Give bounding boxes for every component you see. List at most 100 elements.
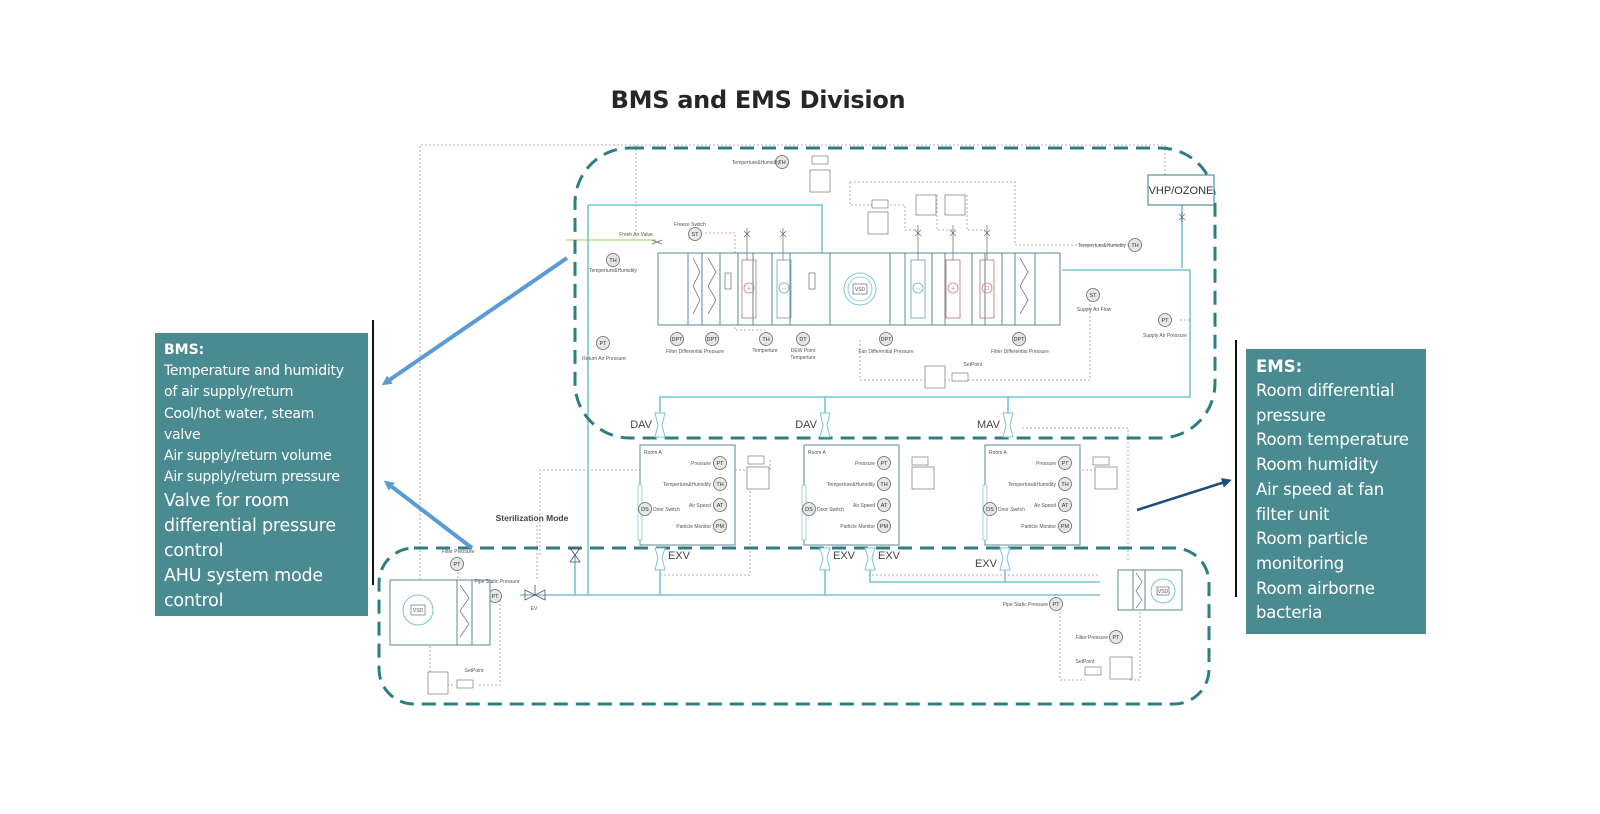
svg-text:+: + — [747, 286, 751, 293]
supply-air-flow-label: Supply Air Flow — [1077, 307, 1112, 313]
sensor-tag: PM — [716, 524, 725, 530]
filter-pressure-sensor-right: PT — [1109, 630, 1123, 644]
outlet-valve-label: EXV — [878, 550, 901, 562]
inlet-valve-label: DAV — [630, 419, 652, 431]
page-title: BMS and EMS Division — [610, 86, 906, 114]
ems-item: Room temperature — [1256, 430, 1409, 450]
sensor-tag: DT — [799, 337, 807, 343]
ems-arrow — [1136, 478, 1232, 512]
room-sensor-th: TH — [877, 477, 891, 491]
valve-icons — [651, 212, 1186, 260]
bms-item: valve — [164, 426, 201, 443]
room-sensor-pt: PT — [1058, 456, 1072, 470]
room-sensor-at: AT — [877, 498, 891, 512]
sensor-tag: AT — [717, 503, 724, 509]
exhaust-unit-right: VSD — [1117, 569, 1183, 611]
temperature-sensor: TH — [759, 332, 773, 346]
temp-probe-icon — [724, 272, 732, 290]
dew-point-label-2: Temperture — [790, 355, 816, 361]
ems-item: bacteria — [1256, 603, 1323, 623]
room-name: Room A — [989, 450, 1007, 456]
pid-controller-icons — [456, 155, 1110, 689]
sensor-tag: PT — [1061, 461, 1069, 467]
fan-dp-label: Fan Differential Pressure — [858, 349, 913, 355]
fan-vsd-icon: VSD — [843, 272, 877, 306]
room-name: Room A — [644, 450, 662, 456]
bms-item: AHU system mode — [164, 565, 323, 586]
svg-text:−: − — [782, 286, 786, 293]
sensor-tag: DS — [986, 507, 994, 513]
room-sensor-label: Temperture&Humidity — [827, 482, 876, 488]
door-switch-sensor: DS — [638, 502, 652, 516]
sensor-tag: AT — [1062, 503, 1069, 509]
room-sensor-label: Air Speed — [689, 503, 711, 509]
sensor-tag: PT — [716, 461, 724, 467]
ems-item: Room humidity — [1256, 455, 1379, 475]
ems-heading: EMS: — [1256, 357, 1303, 376]
inlet-valve-label: DAV — [795, 419, 817, 431]
sensor-tag: DPT — [881, 337, 893, 343]
pipe-static-pressure-label-right: Pipe Static Pressure — [1003, 602, 1049, 608]
pipe-static-pressure-label: Pipe Static Pressure — [474, 579, 520, 585]
sensor-tag: ST — [691, 232, 699, 238]
room-sensor-th: TH — [1058, 477, 1072, 491]
room-sensor-label: Air Speed — [1034, 503, 1056, 509]
filter-pressure-sensor: PT — [450, 557, 464, 571]
sensor-tag: PM — [880, 524, 889, 530]
coil-heating-icon: + — [741, 259, 757, 319]
sensor-tag: PT — [491, 594, 499, 600]
svg-text:+: + — [951, 286, 955, 293]
return-air-pressure-sensor: PT — [596, 336, 610, 350]
pipe-static-pressure-sensor-right: PT — [1049, 597, 1063, 611]
room-sensor-label: Particle Monitor — [840, 524, 875, 530]
sensor-tag: PM — [1061, 524, 1070, 530]
return-temp-humidity-sensor: TH — [606, 253, 620, 267]
room-sensor-label: Temperture&Humidity — [663, 482, 712, 488]
door-switch-label: Door Switch — [817, 507, 844, 513]
setpoint-label-right: SetPoint — [1076, 659, 1096, 665]
bms-item: Air supply/return pressure — [164, 469, 340, 486]
filter-dp-sensor-3: DPT — [1012, 332, 1026, 346]
setpoint-label: SetPoint — [964, 362, 984, 368]
return-temp-humidity-label: Temperture&Humidity — [589, 268, 638, 274]
sensor-tag: TH — [1061, 482, 1068, 488]
dew-point-sensor: DT — [796, 332, 810, 346]
bms-item: control — [164, 540, 224, 561]
fresh-air-valve-label: Fresh Air Valve — [619, 232, 653, 238]
ems-item: filter unit — [1256, 504, 1330, 524]
supply-temp-humidity-sensor: TH — [1128, 238, 1142, 252]
bms-panel: BMS: Temperature and humidity of air sup… — [155, 333, 368, 616]
room-sensor-at: AT — [713, 498, 727, 512]
svg-text:−: − — [916, 286, 920, 293]
dew-point-label: DEW Point — [791, 348, 816, 354]
sensor-tag: TH — [716, 482, 723, 488]
filter-dp-sensor: DPT — [670, 332, 684, 346]
room-sensor-pm: PM — [713, 519, 727, 533]
vhp-ozone-label: VHP/OZONE — [1149, 185, 1214, 197]
room-sensor-label: Pressure — [691, 461, 711, 467]
sensor-tag: PT — [1052, 602, 1060, 608]
bms-item: Temperature and humidity — [164, 363, 344, 379]
filter-pressure-label: Filter Pressure — [442, 549, 475, 555]
bms-item: of air supply/return — [164, 384, 294, 401]
inlet-valve-icon — [1002, 412, 1014, 438]
filter-pressure-label-right: Filter Pressure — [1075, 635, 1108, 641]
bms-item: Cool/hot water, steam — [164, 405, 315, 422]
sensor-tag: TH — [762, 337, 769, 343]
room-sensor-pm: PM — [877, 519, 891, 533]
ems-item: pressure — [1256, 405, 1326, 425]
ems-item: monitoring — [1256, 553, 1345, 573]
outlet-valve-label: EXV — [975, 558, 998, 570]
air-ducts — [520, 204, 1191, 596]
door-switch-label: Door Switch — [998, 507, 1025, 513]
sensor-tag: PT — [453, 562, 461, 568]
bms-arrow-upper — [381, 256, 569, 386]
sensor-tag: TH — [880, 482, 887, 488]
sensor-tag: DPT — [1014, 337, 1026, 343]
vsd-label: VSD — [855, 287, 866, 293]
room-sensor-pm: PM — [1058, 519, 1072, 533]
exhaust-unit-left: VSD — [389, 579, 491, 646]
